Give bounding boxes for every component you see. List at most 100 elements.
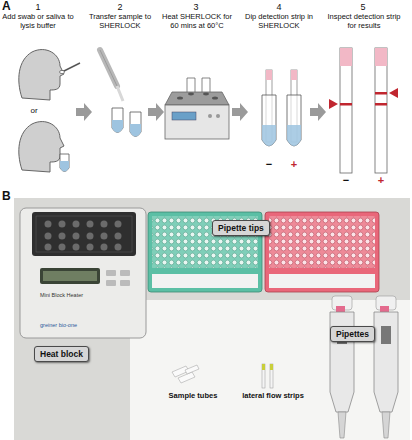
pipette-photo [382, 412, 390, 438]
panel-letter: A [2, 0, 18, 14]
heat-block-photo [40, 268, 100, 284]
tube-strip-illustration [262, 95, 276, 146]
callout-box: Pipettes [330, 326, 375, 342]
heat-block-photo [115, 221, 122, 228]
step-number: 1 [28, 2, 48, 12]
head-saliva [19, 122, 64, 172]
sample-tube-photo [185, 365, 199, 374]
photo-background [14, 198, 410, 440]
result-pointer [329, 99, 338, 109]
tube-illustration [112, 108, 123, 133]
heat-block-illustration [212, 96, 218, 99]
heat-block-photo [87, 233, 94, 240]
tube-illustration [130, 112, 141, 137]
device-text: Mini Block Heater [40, 292, 110, 298]
result-pointer [329, 88, 398, 109]
step-description: Heat SHERLOCK for 60 mins at 60°C [160, 13, 234, 30]
heat-block-photo [115, 233, 122, 240]
detection-strip [340, 48, 387, 173]
lateral-flow-strip-photo [262, 364, 273, 388]
detection-strip [375, 48, 387, 66]
detection-strip [340, 48, 352, 66]
heat-block-photo [73, 221, 80, 228]
callout-text: Pipettes [336, 329, 369, 339]
tube-illustration [112, 108, 141, 137]
tube-illustration [130, 124, 141, 137]
pipette-tip-box [148, 212, 379, 292]
step-description: Transfer sample to SHERLOCK [84, 13, 156, 30]
step-number: 5 [353, 2, 373, 12]
photo-label: lateral flow strips [236, 392, 310, 401]
heat-block-photo [73, 233, 80, 240]
heat-block-photo [59, 244, 66, 251]
heat-block-illustration [172, 112, 196, 120]
callout-text: Pipette tips [218, 223, 264, 233]
flow-arrow [232, 103, 248, 121]
photo-background [130, 300, 410, 440]
heat-block-photo [59, 233, 66, 240]
heat-block-photo [59, 221, 66, 228]
callout-text: Heat block [40, 349, 83, 359]
pipette-illustration [100, 50, 117, 86]
step-number: 4 [269, 2, 289, 12]
heat-block-illustration [208, 114, 212, 118]
or-label: or [24, 106, 44, 115]
head-swab [62, 63, 80, 72]
step-number: 3 [186, 2, 206, 12]
heat-block-illustration [165, 92, 229, 105]
tube-strip-illustration [266, 70, 272, 80]
tube-illustration [112, 120, 123, 133]
heat-block-photo [73, 244, 80, 251]
pipette-photo [330, 296, 398, 438]
tube-strip-illustration [287, 125, 301, 146]
photo-label: Sample tubes [158, 392, 228, 401]
head-swab [60, 70, 65, 73]
heat-block-photo [45, 233, 52, 240]
negative-sign: − [339, 174, 353, 187]
positive-sign: + [287, 158, 301, 171]
pipette-photo [380, 306, 389, 312]
heat-block-photo [20, 208, 146, 338]
heat-block-illustration [188, 93, 194, 96]
head-swab [19, 50, 64, 100]
sample-tube-photo [172, 365, 199, 383]
heat-block-illustration [165, 78, 229, 139]
heat-block-photo [45, 221, 52, 228]
photo-background [14, 198, 410, 440]
heat-block-photo [101, 221, 108, 228]
flow-arrow [310, 103, 326, 121]
lateral-flow-strip-photo [262, 364, 265, 388]
pipette-illustration [100, 50, 123, 101]
head-saliva [60, 161, 69, 172]
tube-strip-illustration [262, 70, 301, 146]
heat-block-photo [43, 271, 97, 281]
device-brand: greiner bio-one [40, 322, 110, 328]
tube-strip-illustration [291, 70, 297, 80]
pipette-photo [381, 326, 391, 344]
pipette-tip-box [152, 274, 258, 288]
heat-block-photo [101, 244, 108, 251]
panel-letter: B [2, 190, 18, 204]
step-description: Inspect detection strip for results [324, 13, 404, 30]
detection-strip [375, 48, 387, 173]
heat-block-photo [36, 216, 132, 252]
pipette-photo [374, 312, 398, 412]
heat-block-photo [106, 270, 116, 276]
result-pointer [389, 88, 398, 98]
heat-block-photo [115, 244, 122, 251]
heat-block-photo [87, 244, 94, 251]
negative-sign: − [262, 158, 276, 171]
heat-block-photo [120, 270, 130, 276]
pipette-tip-box [265, 212, 379, 292]
heat-block-photo [32, 212, 136, 256]
positive-sign: + [374, 174, 388, 187]
lateral-flow-strip-photo [262, 364, 265, 370]
heat-block-illustration [177, 96, 183, 99]
heat-block-photo [20, 208, 146, 338]
tube-strip-illustration [287, 95, 301, 146]
pipette-photo [338, 412, 346, 438]
detection-strip [375, 103, 387, 106]
tube-strip-illustration [262, 125, 276, 146]
callout-box: Heat block [34, 346, 89, 362]
